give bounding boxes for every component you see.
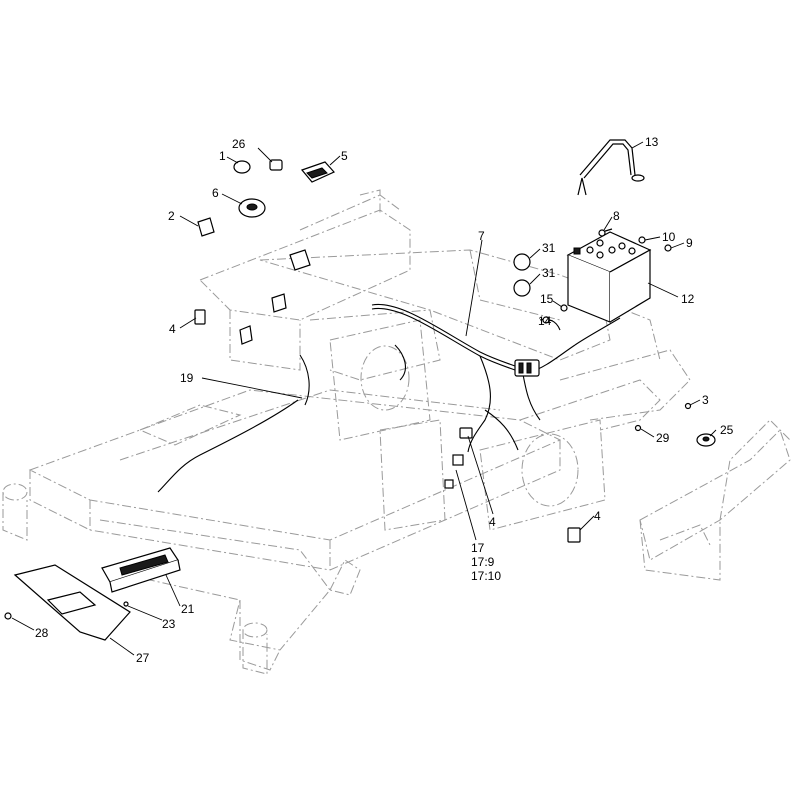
callout-28: 28 bbox=[35, 626, 49, 640]
callout-4-center: 4 bbox=[489, 515, 496, 529]
screw-23-part bbox=[123, 601, 129, 607]
callout-17-10: 17:10 bbox=[471, 569, 501, 583]
callout-31-bottom: 31 bbox=[542, 266, 556, 280]
nut-10-part bbox=[638, 236, 646, 244]
relay-left-part bbox=[194, 309, 206, 325]
terminal-cover-b-part bbox=[513, 279, 531, 297]
screw-3-part bbox=[684, 402, 692, 410]
battery-part bbox=[566, 231, 652, 323]
chassis-frame bbox=[2, 189, 791, 675]
plug-part bbox=[269, 159, 283, 171]
callout-8: 8 bbox=[613, 209, 620, 223]
callout-31-top: 31 bbox=[542, 241, 556, 255]
leader-lines bbox=[11, 141, 717, 656]
callout-7: 7 bbox=[478, 229, 485, 243]
callout-4-left: 4 bbox=[169, 322, 176, 336]
relay-right-part bbox=[567, 527, 581, 543]
parts bbox=[4, 139, 716, 641]
wire-harness bbox=[157, 303, 621, 493]
callout-9: 9 bbox=[686, 236, 693, 250]
terminal-cover-a-part bbox=[513, 253, 531, 271]
bezel-27-part bbox=[13, 564, 131, 641]
bolt-9-part bbox=[664, 244, 672, 252]
callout-26: 26 bbox=[232, 137, 246, 151]
callout-2: 2 bbox=[168, 209, 175, 223]
hold-down-rod-part bbox=[579, 139, 636, 176]
callout-25: 25 bbox=[720, 423, 734, 437]
light-21-part bbox=[101, 547, 181, 593]
callout-13: 13 bbox=[645, 135, 659, 149]
callout-3: 3 bbox=[702, 393, 709, 407]
callout-29: 29 bbox=[656, 431, 670, 445]
bolt-8-part bbox=[598, 229, 606, 237]
screw-15-part bbox=[560, 304, 568, 312]
callout-5: 5 bbox=[341, 149, 348, 163]
callout-17: 17 bbox=[471, 541, 485, 555]
callout-23: 23 bbox=[162, 617, 176, 631]
callout-19: 19 bbox=[180, 371, 194, 385]
callout-17-9: 17:9 bbox=[471, 555, 495, 569]
screw-28-part bbox=[4, 612, 12, 620]
screw-29-part bbox=[634, 424, 642, 432]
callout-15: 15 bbox=[540, 292, 554, 306]
relay-center-part bbox=[459, 427, 473, 439]
callout-labels: 1 26 5 6 2 4 19 7 31 31 15 14 13 8 10 9 … bbox=[35, 135, 734, 665]
callout-1: 1 bbox=[219, 149, 226, 163]
callout-6: 6 bbox=[212, 186, 219, 200]
callout-12: 12 bbox=[681, 292, 695, 306]
callout-27: 27 bbox=[136, 651, 150, 665]
callout-21: 21 bbox=[181, 602, 195, 616]
callout-4-right: 4 bbox=[594, 509, 601, 523]
grommet-part bbox=[233, 160, 251, 174]
rocker-switch-part bbox=[197, 217, 215, 237]
callout-10: 10 bbox=[662, 230, 676, 244]
callout-14: 14 bbox=[538, 314, 552, 328]
